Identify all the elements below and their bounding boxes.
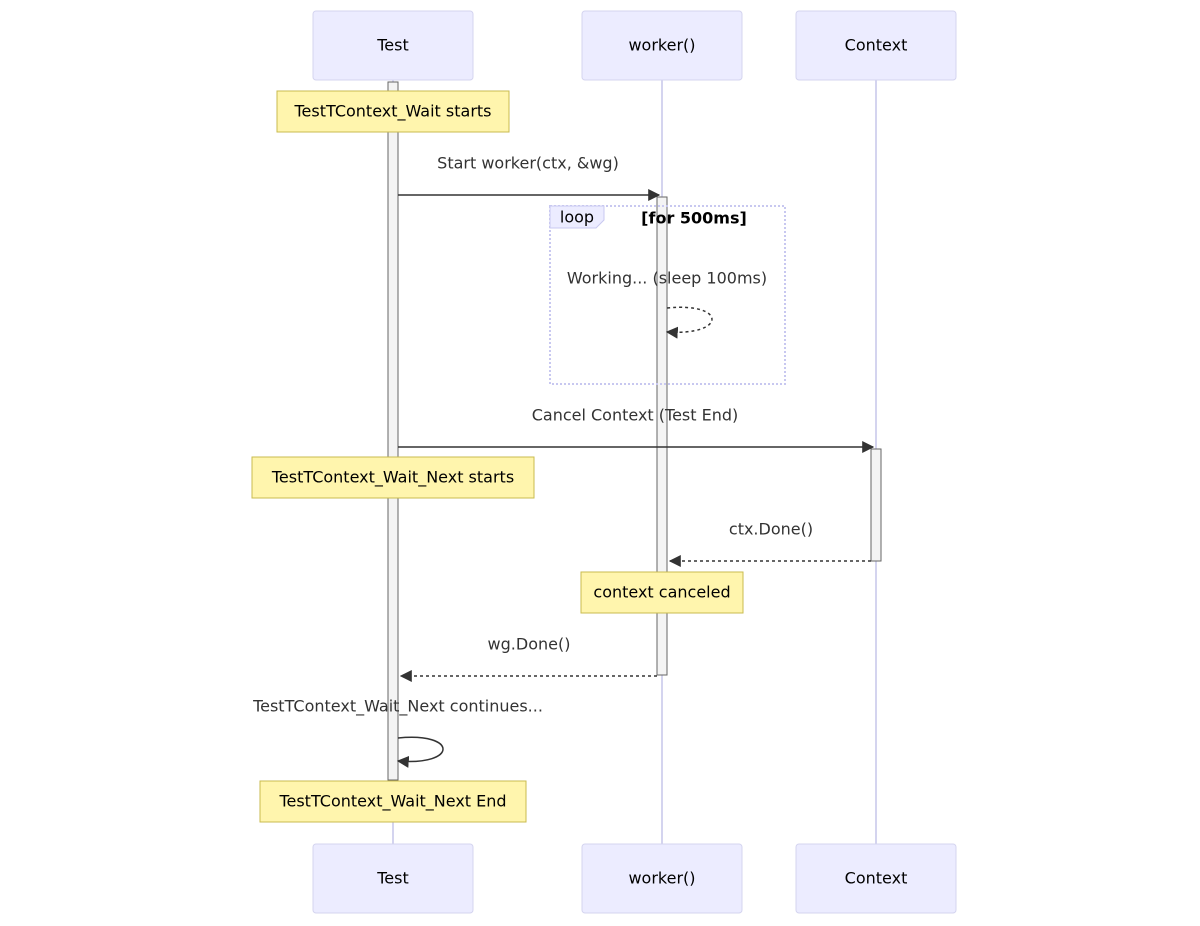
- note-wait-starts: TestTContext_Wait starts: [276, 90, 510, 133]
- msg-continues-arrow: [396, 736, 444, 768]
- note-context-canceled: context canceled: [580, 571, 744, 614]
- actor-worker-top[interactable]: worker(): [581, 10, 743, 81]
- test-activation: [387, 81, 399, 781]
- msg-cancel-context-label: Cancel Context (Test End): [532, 406, 739, 425]
- msg-working-arrow: [665, 306, 713, 339]
- actor-test-bottom-label: Test: [376, 869, 409, 888]
- note-context-canceled-text: context canceled: [593, 583, 730, 602]
- actor-worker-bottom-label: worker(): [628, 869, 695, 888]
- worker-activation: [656, 196, 668, 676]
- msg-start-worker-label: Start worker(ctx, &wg): [437, 154, 619, 173]
- note-next-end: TestTContext_Wait_Next End: [259, 780, 527, 823]
- note-next-starts: TestTContext_Wait_Next starts: [251, 456, 535, 499]
- msg-ctx-done-label: ctx.Done(): [729, 520, 813, 539]
- actor-worker-bottom[interactable]: worker(): [581, 843, 743, 914]
- note-wait-starts-text: TestTContext_Wait starts: [293, 102, 491, 122]
- context-activation: [870, 448, 882, 562]
- msg-continues-label: TestTContext_Wait_Next continues...: [252, 697, 543, 717]
- loop-frame: loop [for 500ms]: [549, 205, 786, 385]
- actor-test-bottom[interactable]: Test: [312, 843, 474, 914]
- loop-condition: [for 500ms]: [641, 209, 747, 228]
- loop-label: loop: [560, 208, 594, 227]
- msg-wg-done-label: wg.Done(): [488, 635, 571, 654]
- actor-context-top[interactable]: Context: [795, 10, 957, 81]
- actor-context-bottom-label: Context: [845, 869, 908, 888]
- note-next-starts-text: TestTContext_Wait_Next starts: [271, 468, 514, 488]
- actor-context-bottom[interactable]: Context: [795, 843, 957, 914]
- msg-working-label: Working... (sleep 100ms): [567, 269, 767, 288]
- note-next-end-text: TestTContext_Wait_Next End: [278, 792, 506, 812]
- actor-worker-top-label: worker(): [628, 36, 695, 55]
- actor-context-top-label: Context: [845, 36, 908, 55]
- actor-test-top-label: Test: [376, 36, 409, 55]
- actor-test-top[interactable]: Test: [312, 10, 474, 81]
